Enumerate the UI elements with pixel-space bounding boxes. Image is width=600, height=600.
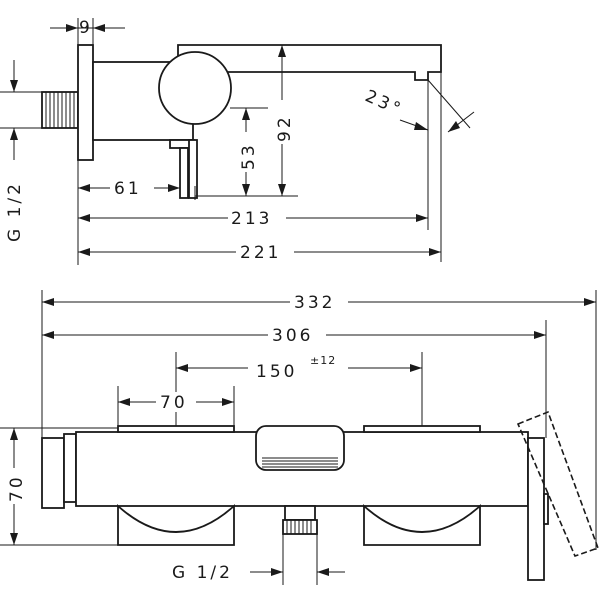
right-connector (363, 503, 481, 546)
thread-lines (45, 92, 75, 128)
dim-70-vertical-label: 70 (7, 474, 27, 502)
dim-306-label: 306 (272, 326, 313, 346)
dim-53-label: 53 (239, 142, 259, 170)
dim-g12-top-label: G 1/2 (5, 181, 25, 242)
side-view: 9 G 1/2 92 53 61 213 (0, 18, 475, 265)
right-handle (527, 437, 545, 581)
left-connector (117, 503, 235, 546)
dim-70-horizontal-label: 70 (160, 393, 188, 413)
dim-9-label: 9 (79, 18, 93, 38)
dim-213-label: 213 (231, 209, 272, 229)
threaded-inlet (41, 91, 79, 129)
left-end-cap (41, 437, 65, 509)
front-view: 332 306 150 ±12 70 70 G 1/2 (0, 290, 600, 585)
handle-knob (158, 51, 232, 125)
front-extension-lines (0, 290, 597, 585)
left-top-plate (117, 425, 235, 433)
dim-61-label: 61 (114, 179, 142, 199)
diverter-lever (188, 139, 198, 199)
dim-150-label: 150 (256, 362, 297, 382)
dim-92-label: 92 (275, 114, 295, 142)
right-top-plate (363, 425, 481, 433)
diverter-stem-left (179, 147, 189, 199)
handle-alt-position (516, 410, 600, 557)
dim-332-label: 332 (294, 293, 335, 313)
dim-221-label: 221 (240, 243, 281, 263)
outlet-thread-lines (286, 520, 312, 534)
outlet-nut (284, 505, 316, 521)
dim-150-tolerance: ±12 (310, 354, 336, 367)
left-collar (63, 433, 77, 503)
diverter-knurl (262, 457, 338, 468)
outlet-thread (282, 519, 318, 535)
wall-plate (77, 44, 94, 161)
dim-23deg-label: 23° (362, 86, 406, 120)
dim-g12-bottom-label: G 1/2 (172, 563, 233, 583)
diverter-knob (255, 425, 345, 471)
right-handle-pin (543, 493, 549, 525)
